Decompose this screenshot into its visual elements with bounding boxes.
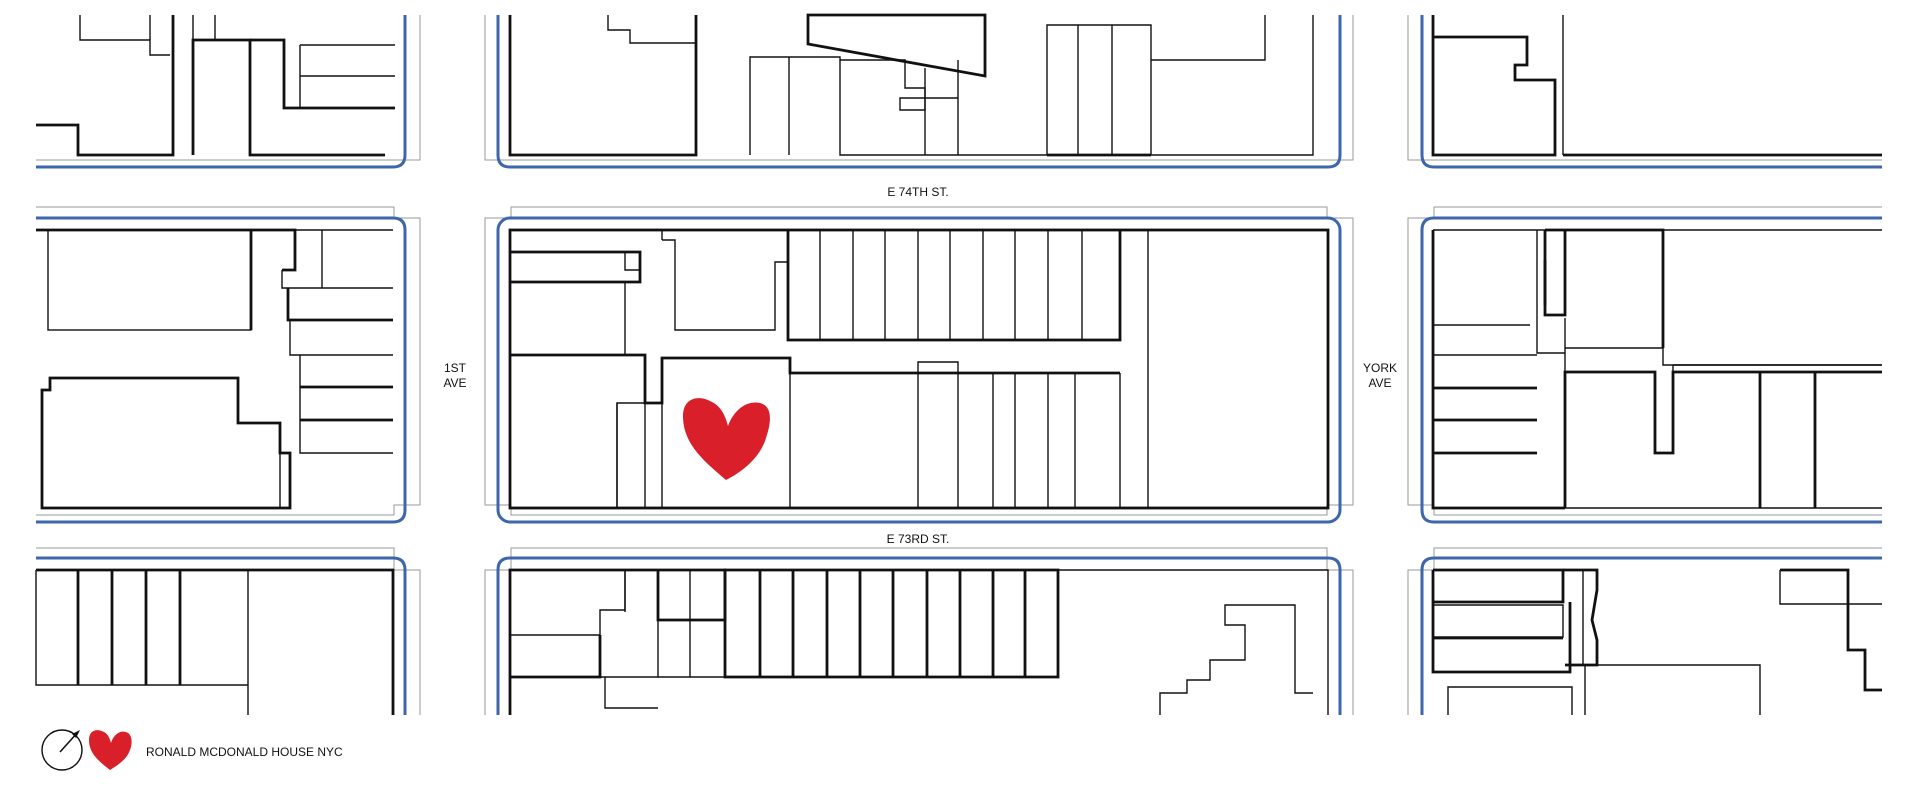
- legend: RONALD MCDONALD HOUSE NYC: [41, 729, 343, 771]
- avenue-label-1st-line2: AVE: [443, 376, 466, 390]
- block-row2-middle: [508, 228, 1330, 510]
- block-row1-right: [1431, 15, 1882, 157]
- block-row1-middle: [508, 13, 1314, 157]
- avenue-label-york-line1: YORK: [1363, 361, 1397, 375]
- north-arrow-icon: [41, 729, 83, 771]
- avenue-label-york-line2: AVE: [1368, 376, 1391, 390]
- block-row2-left: [36, 228, 393, 510]
- heart-icon: [682, 398, 770, 480]
- block-row2-right: [1431, 228, 1882, 510]
- street-label-e73: E 73RD ST.: [887, 532, 950, 546]
- street-label-e74: E 74TH ST.: [887, 185, 948, 199]
- legend-heart-icon: [89, 730, 132, 770]
- ronald-mcdonald-house-marker[interactable]: [682, 398, 770, 480]
- block-row3-middle: [508, 568, 1329, 715]
- legend-label: RONALD MCDONALD HOUSE NYC: [146, 745, 343, 759]
- block-row3-right: [1431, 568, 1882, 715]
- curbs: [36, 15, 1882, 715]
- avenue-label-1st-line1: 1ST: [444, 361, 467, 375]
- block-row1-left: [36, 15, 395, 157]
- block-row3-left: [35, 568, 395, 715]
